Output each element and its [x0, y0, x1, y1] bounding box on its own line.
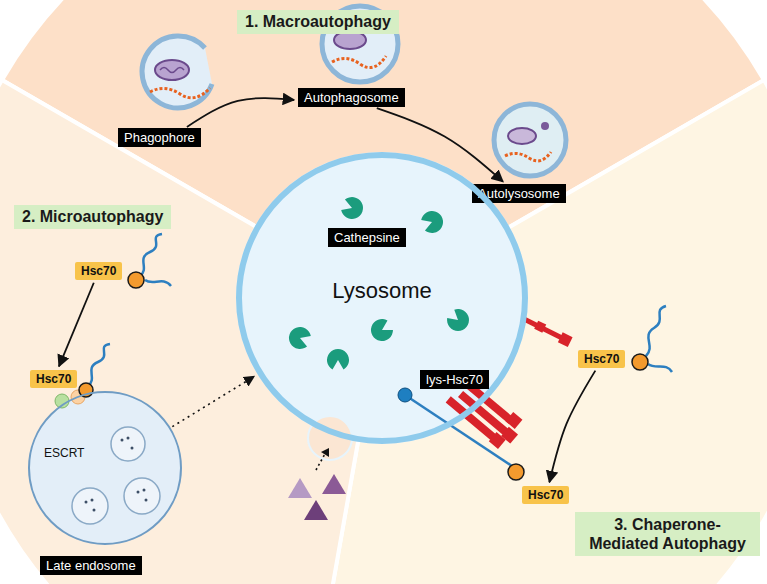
stage-label: Autophagosome: [298, 88, 405, 107]
node-text: 2. Microautophagy: [22, 208, 163, 226]
substrate-tags: [128, 272, 144, 288]
node-text: Hsc70: [528, 488, 563, 502]
late-endosome-figure: [91, 499, 94, 502]
connector-arrow: [187, 98, 294, 127]
node-text: Hsc70: [584, 352, 619, 366]
fusing-vesicle: [316, 452, 326, 470]
node-text: Phagophore: [124, 130, 195, 145]
node-text: Autolysosome: [478, 186, 560, 201]
lys-hsc70-dot: [398, 388, 412, 402]
late-endosome-figure: [137, 491, 140, 494]
substrate-tags: [79, 272, 648, 480]
cargo-triangles: [288, 478, 312, 498]
late-endosome-figure: [131, 447, 134, 450]
connector-arrow: [377, 108, 503, 181]
phagophore-figure: [142, 36, 212, 108]
late-endosome-figure: [127, 437, 130, 440]
enzyme-label: Cathepsine: [328, 228, 406, 247]
autolysosome-figure: [541, 122, 549, 130]
phagophore-figure: [142, 36, 212, 108]
cathepsin-enzymes: [419, 208, 446, 236]
late-endosome-figure: [29, 392, 181, 544]
stage-label: Phagophore: [118, 128, 201, 147]
lysosome-circle: Lysosome Cathepsine lys-Hsc70: [236, 152, 528, 444]
substrate-tags: [632, 354, 648, 370]
late-endosome-figure: [121, 439, 124, 442]
cathepsin-enzymes: [444, 305, 474, 335]
cathepsin-enzymes: [327, 349, 349, 370]
substrate-proteins: [88, 234, 672, 466]
chaperone-box: Hsc70: [522, 486, 569, 504]
autophagosome-figure: [332, 56, 386, 68]
substrate-proteins: [88, 344, 110, 386]
node-text: Autophagosome: [304, 90, 399, 105]
connector-arrow: [549, 371, 595, 483]
node-text: ESCRT: [44, 446, 84, 460]
lys-hsc70-dot: [398, 388, 412, 402]
cathepsin-enzymes: [339, 194, 366, 222]
cargo-triangles: [288, 474, 346, 520]
autolysosome-figure: [494, 104, 566, 176]
node-text: Cathepsine: [334, 230, 400, 245]
late-endosome-figure: [29, 390, 181, 544]
chaperone-box: Hsc70: [30, 370, 77, 388]
node-text: Lysosome: [236, 278, 528, 304]
late-endosome-figure: [85, 501, 88, 504]
node-text: Late endosome: [40, 556, 142, 575]
lamp2a-receptor: [558, 332, 573, 347]
lamp2a-receptor: [534, 321, 546, 333]
late-endosome-figure: [145, 499, 148, 502]
chaperone-box: Hsc70: [75, 262, 122, 280]
late-endosome: ESCRT Late endosome: [22, 388, 190, 582]
fusing-vesicle: [321, 448, 329, 457]
node-text: 1. Macroautophagy: [245, 13, 391, 31]
lamp2a-receptor: [489, 432, 506, 449]
substrate-tags: [508, 464, 524, 480]
lysosome-fill: [236, 152, 528, 444]
late-endosome-figure: [143, 489, 146, 492]
phagophore-figure: [150, 88, 210, 98]
late-endosome-figure: [72, 488, 108, 524]
node-outline: [22, 388, 190, 582]
autolysosome-figure: [505, 152, 551, 161]
node-text: Hsc70: [81, 264, 116, 278]
cathepsin-enzymes: [367, 316, 396, 345]
node-text: Hsc70: [36, 372, 71, 386]
lamp2a-receptor: [522, 318, 566, 340]
chaperone-label: lys-Hsc70: [420, 370, 489, 389]
chaperone-box: Hsc70: [578, 350, 625, 368]
lamp2a-receptor: [506, 412, 523, 429]
late-endosome-figure: [111, 427, 145, 461]
cargo-triangles: [304, 500, 328, 520]
substrate-proteins: [646, 306, 672, 372]
late-endosome-figure: [124, 478, 160, 514]
section-label: 1. Macroautophagy: [237, 10, 399, 34]
section-label: 2. Microautophagy: [14, 205, 171, 229]
connector-arrow: [172, 376, 254, 426]
autolysosome-figure: [508, 128, 536, 144]
cargo-triangles: [322, 474, 346, 494]
cathepsin-enzymes: [286, 324, 313, 352]
connector-arrow: [59, 283, 94, 367]
section-label: 3. Chaperone-Mediated Autophagy: [575, 512, 760, 556]
substrate-proteins: [140, 234, 171, 286]
autolysosome-figure: [494, 104, 566, 176]
node-text: lys-Hsc70: [426, 372, 483, 387]
late-endosome-figure: [85, 437, 148, 512]
node-text: 3. Chaperone-Mediated Autophagy: [583, 515, 752, 553]
lysosome-fill: [236, 152, 528, 444]
phagophore-figure: [160, 68, 184, 73]
phagophore-figure: [155, 60, 189, 80]
node-outline-circle: [29, 392, 181, 544]
late-endosome-figure: [93, 509, 96, 512]
